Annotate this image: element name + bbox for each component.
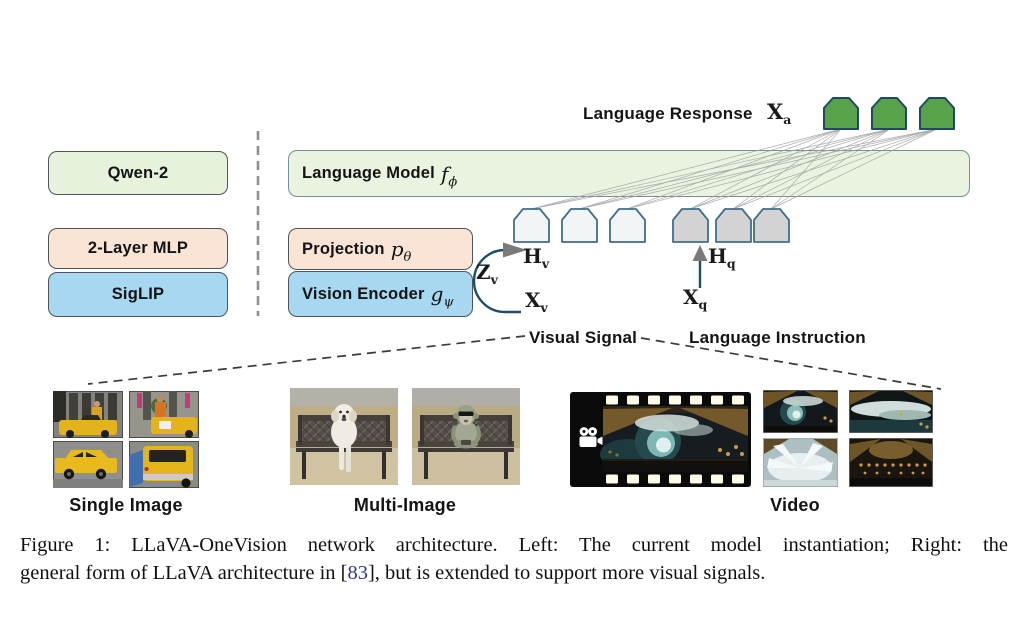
xq-math-label: Xq	[683, 285, 708, 312]
funnel-dashed-right	[640, 337, 942, 390]
single-image-photo-4	[129, 441, 199, 488]
multi-image-label: Multi-Image	[353, 495, 457, 515]
mlp-label: 2-Layer MLP	[87, 239, 189, 257]
citation-link[interactable]: 83	[347, 561, 368, 584]
visual-tokens	[513, 208, 646, 243]
single-image-label: Single Image	[69, 495, 183, 515]
figure-caption: Figure 1: LLaVA-OneVision network archit…	[20, 532, 1008, 587]
projection-box: Projection pθ	[288, 228, 473, 270]
siglip-label: SigLIP	[111, 285, 165, 303]
visual-signal-label: Visual Signal	[529, 328, 638, 347]
hq-arrowhead-icon	[692, 245, 708, 261]
video-filmstrip	[570, 392, 751, 487]
video-frame-2	[849, 390, 933, 433]
hq-math-label: Hq	[708, 244, 736, 271]
funnel-dashed-left	[87, 335, 526, 385]
vision-encoder-math: gψ	[430, 282, 454, 310]
vision-encoder-box: Vision Encoder gψ	[288, 271, 473, 317]
hv-arrowhead-icon	[503, 242, 527, 258]
film-sprocket-holes	[606, 395, 744, 484]
projection-label: Projection	[302, 239, 385, 258]
single-image-photo-3	[53, 441, 123, 488]
response-token	[871, 97, 907, 130]
response-token	[919, 97, 955, 130]
zv-curve-arrow	[472, 248, 521, 314]
xa-math-label: Xa	[767, 99, 792, 128]
visual-token	[561, 208, 598, 243]
language-response-label: Language Response	[583, 104, 753, 123]
caption-line-1: Figure 1: LLaVA-OneVision network archit…	[20, 534, 1008, 556]
mlp-box: 2-Layer MLP	[48, 228, 228, 269]
video-frame-3	[763, 438, 838, 487]
movie-camera-icon	[579, 427, 603, 447]
video-frame-1	[763, 390, 838, 433]
response-tokens	[823, 97, 955, 130]
wave-scene	[600, 406, 748, 472]
text-token	[753, 208, 790, 243]
visual-token	[609, 208, 646, 243]
text-tokens	[672, 208, 790, 243]
video-label: Video	[770, 495, 820, 515]
video-frame-4	[849, 438, 933, 487]
attention-lines	[530, 128, 938, 210]
projection-math: pθ	[390, 237, 412, 265]
siglip-box: SigLIP	[48, 272, 228, 317]
visual-token	[513, 208, 550, 243]
single-image-photo-1	[53, 391, 123, 438]
language-model-box: Language Model fϕ	[288, 150, 970, 197]
language-instruction-label: Language Instruction	[689, 328, 866, 347]
xv-math-label: Xv	[525, 288, 548, 315]
caption-line-2: general form of LLaVA architecture in [8…	[20, 561, 766, 584]
text-token	[672, 208, 709, 243]
multi-image-photo-monkey	[412, 388, 520, 485]
zv-math-label: Zv	[476, 260, 498, 287]
hv-math-label: Hv	[523, 244, 550, 271]
text-token	[715, 208, 752, 243]
qwen2-label: Qwen-2	[107, 163, 169, 182]
language-model-label: Language Model	[302, 164, 435, 182]
language-model-math: fϕ	[440, 161, 458, 190]
response-token	[823, 97, 859, 130]
vision-encoder-label: Vision Encoder	[302, 284, 425, 303]
qwen2-box: Qwen-2	[48, 151, 228, 195]
single-image-photo-2	[129, 391, 199, 438]
multi-image-photo-dog	[290, 388, 398, 485]
